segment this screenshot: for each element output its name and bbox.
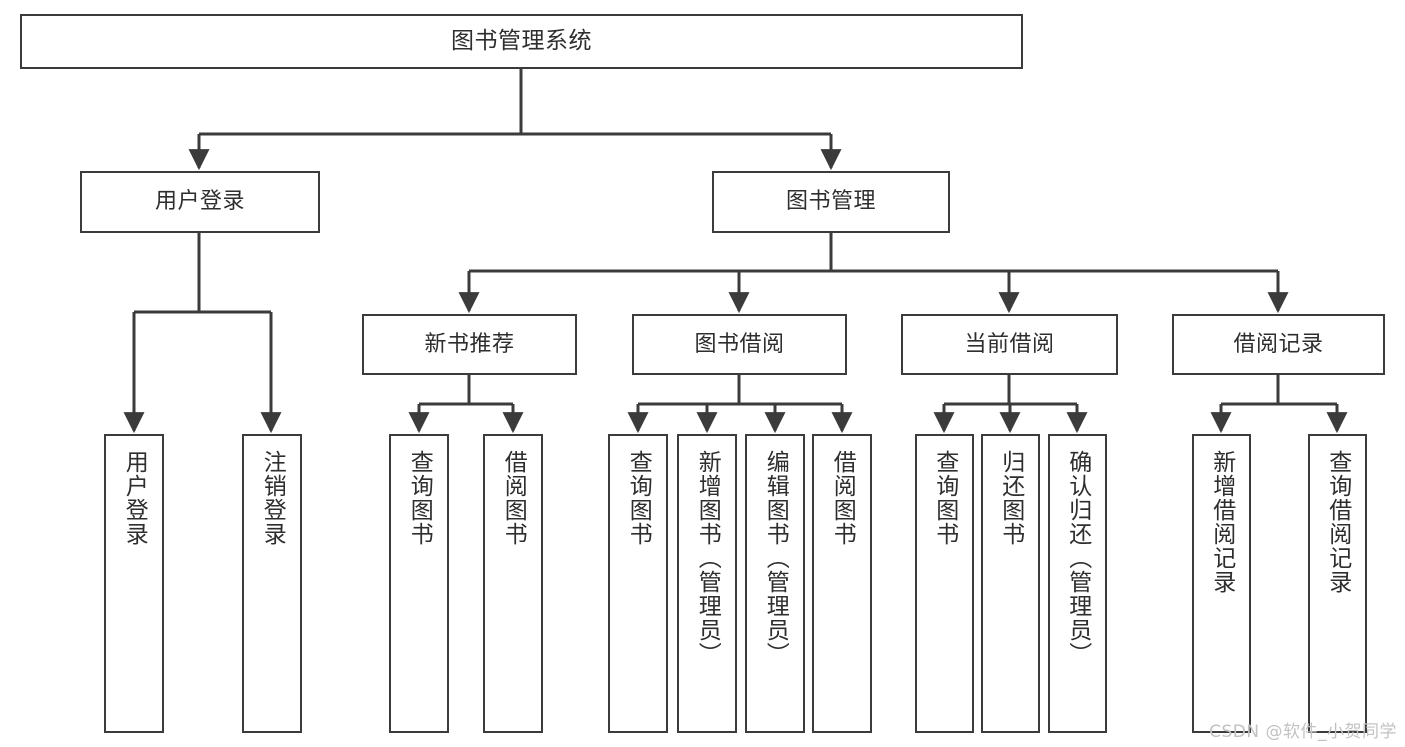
- node-leaf-borrow-book-2-label: 借阅图书: [829, 450, 856, 546]
- node-book-borrow-label: 图书借阅: [694, 331, 785, 357]
- node-leaf-add-record-label: 新增借阅记录: [1208, 450, 1235, 594]
- node-book-borrow[interactable]: 图书借阅: [632, 314, 847, 375]
- watermark-text: CSDN @软件_小贺同学: [1209, 722, 1397, 742]
- node-leaf-add-record[interactable]: 新增借阅记录: [1192, 434, 1251, 733]
- node-leaf-query-book-3[interactable]: 查询图书: [915, 434, 974, 733]
- node-leaf-query-record[interactable]: 查询借阅记录: [1308, 434, 1367, 733]
- node-leaf-return-book-label: 归还图书: [997, 450, 1024, 546]
- node-leaf-borrow-book-1[interactable]: 借阅图书: [483, 434, 543, 733]
- node-borrow-record-label: 借阅记录: [1233, 331, 1324, 357]
- node-leaf-confirm-return-label: 确认归还（管理员）: [1064, 450, 1091, 666]
- node-leaf-borrow-book-2[interactable]: 借阅图书: [812, 434, 872, 733]
- node-leaf-return-book[interactable]: 归还图书: [981, 434, 1040, 733]
- node-current-borrow-label: 当前借阅: [964, 331, 1055, 357]
- node-leaf-user-logout[interactable]: 注销登录: [242, 434, 302, 733]
- node-leaf-confirm-return[interactable]: 确认归还（管理员）: [1048, 434, 1107, 733]
- node-leaf-edit-book[interactable]: 编辑图书（管理员）: [745, 434, 805, 733]
- node-leaf-user-login[interactable]: 用户登录: [104, 434, 164, 733]
- node-borrow-record[interactable]: 借阅记录: [1172, 314, 1385, 375]
- node-book-management-label: 图书管理: [785, 189, 876, 215]
- node-leaf-edit-book-label: 编辑图书（管理员）: [762, 450, 789, 666]
- node-leaf-user-login-label: 用户登录: [121, 450, 148, 546]
- node-leaf-borrow-book-1-label: 借阅图书: [500, 450, 527, 546]
- node-leaf-query-record-label: 查询借阅记录: [1324, 450, 1351, 594]
- node-book-management[interactable]: 图书管理: [712, 171, 950, 233]
- node-leaf-user-logout-label: 注销登录: [259, 450, 286, 546]
- node-leaf-query-book-2-label: 查询图书: [625, 450, 652, 546]
- node-user-login[interactable]: 用户登录: [80, 171, 320, 233]
- node-leaf-add-book-label: 新增图书（管理员）: [694, 450, 721, 666]
- node-leaf-query-book-2[interactable]: 查询图书: [608, 434, 668, 733]
- node-current-borrow[interactable]: 当前借阅: [901, 314, 1118, 375]
- node-new-book-recommend[interactable]: 新书推荐: [362, 314, 577, 375]
- node-root-label: 图书管理系统: [451, 27, 592, 54]
- node-leaf-query-book-3-label: 查询图书: [931, 450, 958, 546]
- node-leaf-add-book[interactable]: 新增图书（管理员）: [677, 434, 737, 733]
- node-leaf-query-book-1-label: 查询图书: [406, 450, 433, 546]
- node-leaf-query-book-1[interactable]: 查询图书: [389, 434, 449, 733]
- node-user-login-label: 用户登录: [154, 189, 245, 215]
- node-new-book-recommend-label: 新书推荐: [424, 331, 515, 357]
- node-root[interactable]: 图书管理系统: [20, 14, 1023, 69]
